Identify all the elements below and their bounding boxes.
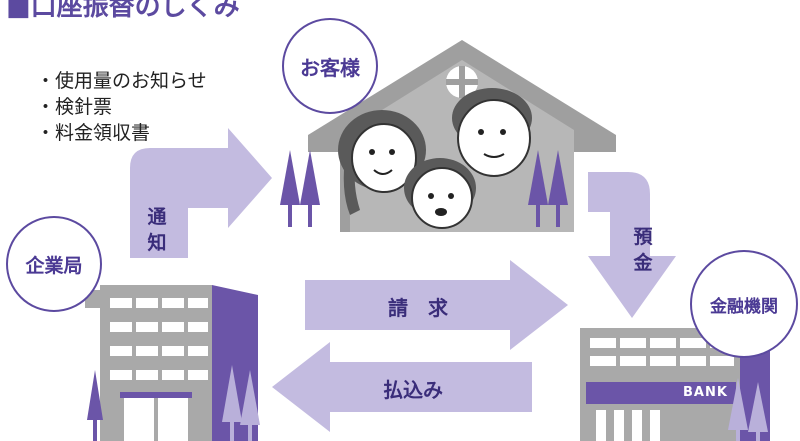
notice-item-usage: ・使用量のお知らせ	[36, 70, 207, 92]
notice-item-meter-slip: ・検針票	[36, 96, 113, 118]
tree-group-bank	[728, 378, 768, 441]
payment-label: 払込み	[383, 378, 443, 402]
page-heading: ■口座振替のしくみ	[6, 0, 240, 22]
notice-list: ・使用量のお知らせ ・検針票 ・料金領収書	[36, 68, 207, 146]
notify-arrow	[130, 128, 272, 258]
notice-item-receipt: ・料金領収書	[36, 122, 151, 144]
customer-label: お客様	[282, 18, 378, 114]
deposit-label: 預金	[633, 226, 653, 274]
notify-label: 通知	[147, 206, 167, 254]
payment-arrow	[272, 342, 532, 432]
billing-arrow	[305, 260, 568, 350]
tree-group-company-right	[222, 365, 260, 441]
tree-group-house-left	[280, 150, 320, 227]
deposit-arrow	[588, 172, 676, 318]
family-illustration	[338, 88, 532, 229]
billing-label: 請 求	[388, 296, 448, 320]
tree-group-company-left	[87, 370, 103, 441]
company-label: 企業局	[6, 216, 102, 312]
tree-group-house-right	[528, 150, 568, 227]
bank-sign: BANK	[683, 385, 728, 400]
bank-label: 金融機関	[690, 250, 798, 358]
